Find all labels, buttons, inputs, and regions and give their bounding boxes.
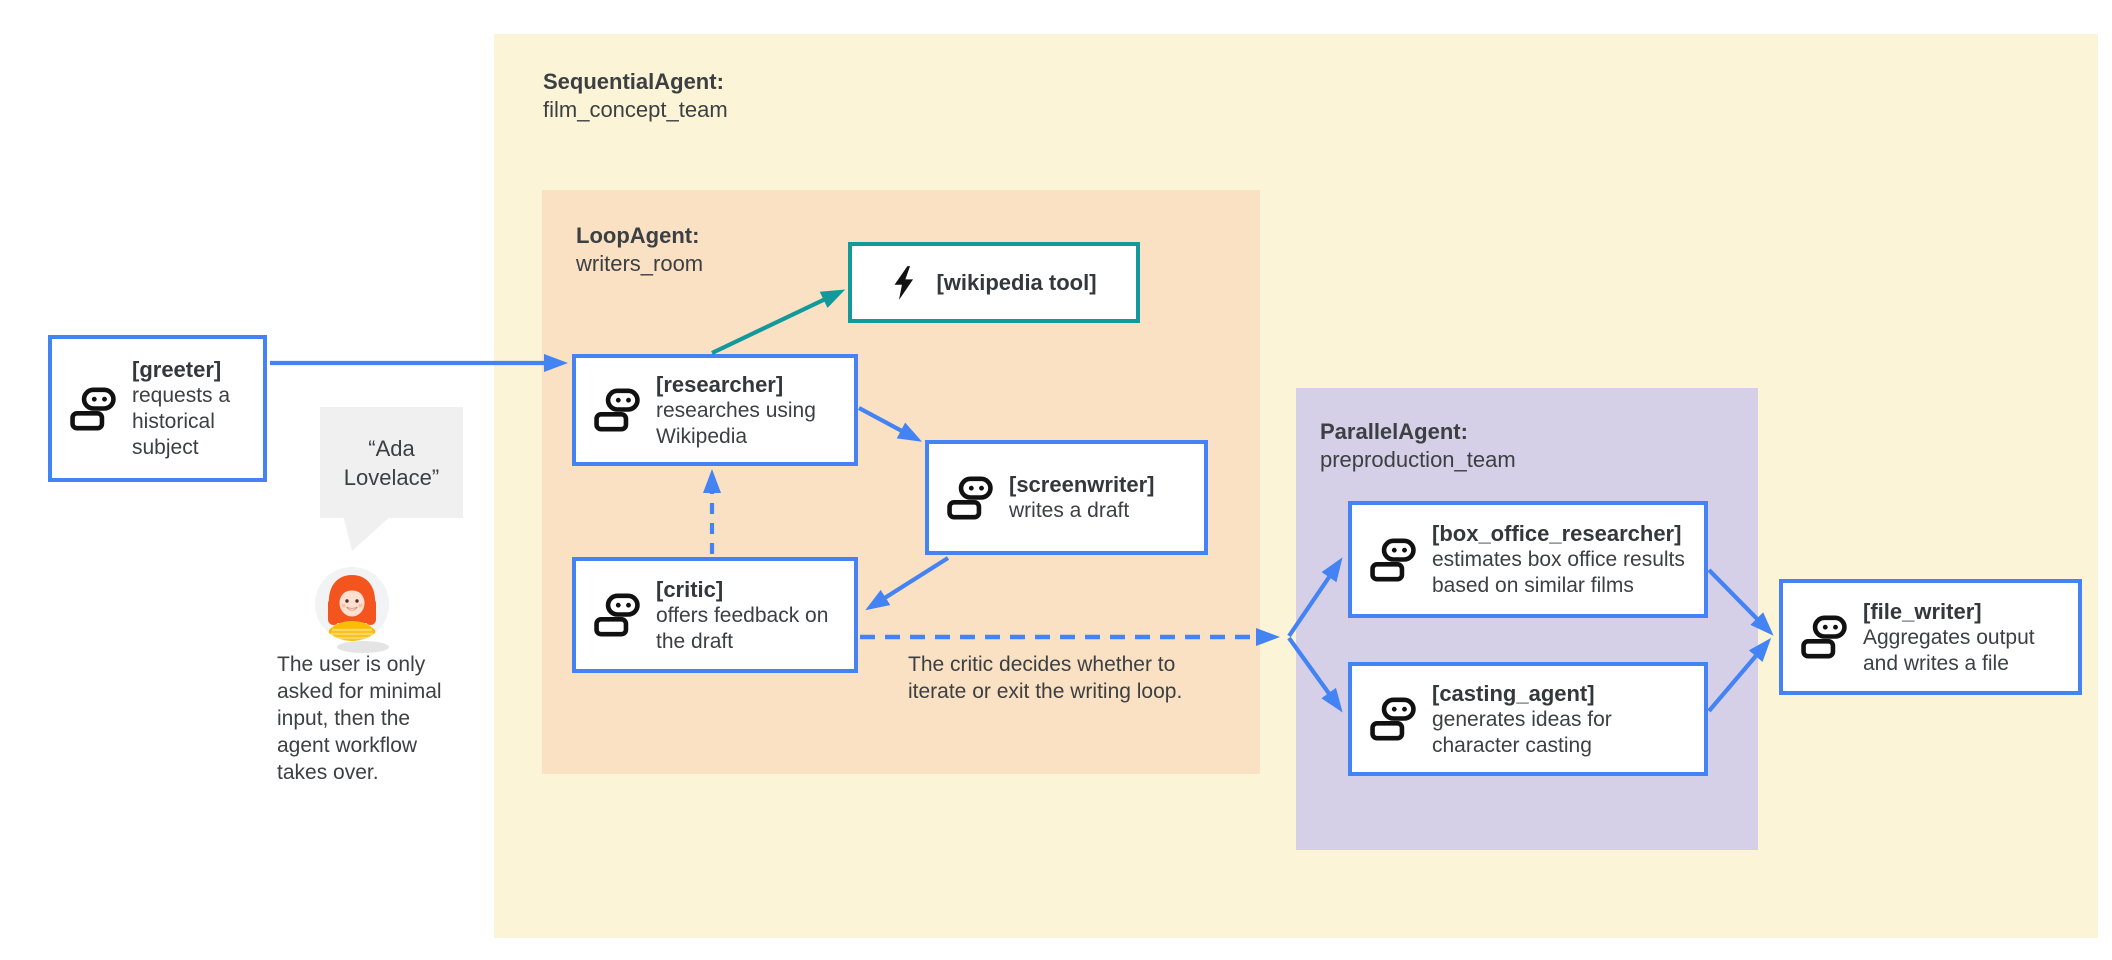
parallel-agent-type: ParallelAgent: bbox=[1320, 419, 1468, 444]
loop-agent-type: LoopAgent: bbox=[576, 223, 700, 248]
agent-title: [critic] bbox=[656, 576, 724, 602]
agent-description: offers feedback on the draft bbox=[656, 603, 829, 653]
agent-description: estimates box office results based on si… bbox=[1432, 548, 1685, 597]
agent-node-greeter: [greeter]requests a historical subject bbox=[48, 335, 267, 482]
speech-bubble-tail bbox=[343, 515, 392, 551]
agent-title: [box_office_researcher] bbox=[1432, 521, 1682, 546]
speech-bubble-text: “Ada Lovelace” bbox=[343, 435, 440, 490]
agent-title: [greeter] bbox=[132, 357, 222, 382]
robot-icon bbox=[594, 388, 640, 432]
agent-description: requests a historical subject bbox=[132, 384, 231, 459]
user-avatar bbox=[308, 562, 398, 661]
avatar-shadow bbox=[337, 641, 389, 653]
robot-icon bbox=[70, 387, 116, 431]
robot-icon bbox=[947, 476, 993, 520]
robot-icon bbox=[594, 593, 640, 637]
agent-description: researches using Wikipedia bbox=[656, 398, 816, 448]
robot-icon bbox=[1370, 697, 1416, 741]
agent-node-box-office-researcher: [box_office_researcher]estimates box off… bbox=[1348, 501, 1708, 618]
user-note: The user is only asked for minimal input… bbox=[277, 653, 442, 784]
agent-title: [screenwriter] bbox=[1009, 472, 1155, 497]
agent-description: Aggregates output and writes a file bbox=[1863, 625, 2035, 675]
agent-node-critic: [critic]offers feedback on the draft bbox=[572, 557, 858, 673]
agent-node-file-writer: [file_writer]Aggregates output and write… bbox=[1779, 579, 2082, 695]
sequential-agent-name: film_concept_team bbox=[543, 97, 728, 122]
lightning-bolt-icon bbox=[891, 265, 916, 301]
loop-agent-name: writers_room bbox=[576, 251, 704, 276]
robot-icon bbox=[1370, 538, 1416, 582]
loop-agent-label: LoopAgent: writers_room bbox=[576, 222, 703, 278]
parallel-agent-label: ParallelAgent: preproduction_team bbox=[1320, 418, 1516, 474]
agent-title: [researcher] bbox=[656, 371, 784, 397]
agent-title: [casting_agent] bbox=[1432, 680, 1595, 706]
agent-node-casting-agent: [casting_agent]generates ideas for chara… bbox=[1348, 662, 1708, 776]
loop-note: The critic decides whether to iterate or… bbox=[908, 653, 1183, 703]
tool-title: [wikipedia tool] bbox=[936, 269, 1097, 295]
speech-bubble: “Ada Lovelace” bbox=[320, 407, 463, 518]
agent-description: generates ideas for character casting bbox=[1432, 707, 1612, 757]
sequential-agent-type: SequentialAgent: bbox=[543, 69, 724, 94]
agent-title: [file_writer] bbox=[1863, 598, 1982, 624]
sequential-agent-label: SequentialAgent: film_concept_team bbox=[543, 68, 728, 124]
parallel-agent-name: preproduction_team bbox=[1320, 447, 1516, 472]
agent-description: writes a draft bbox=[1009, 499, 1130, 522]
agent-node-researcher: [researcher]researches using Wikipedia bbox=[572, 354, 858, 466]
agent-node-screenwriter: [screenwriter]writes a draft bbox=[925, 440, 1208, 555]
tool-node-wikipedia: [wikipedia tool] bbox=[848, 242, 1140, 323]
robot-icon bbox=[1801, 615, 1847, 659]
